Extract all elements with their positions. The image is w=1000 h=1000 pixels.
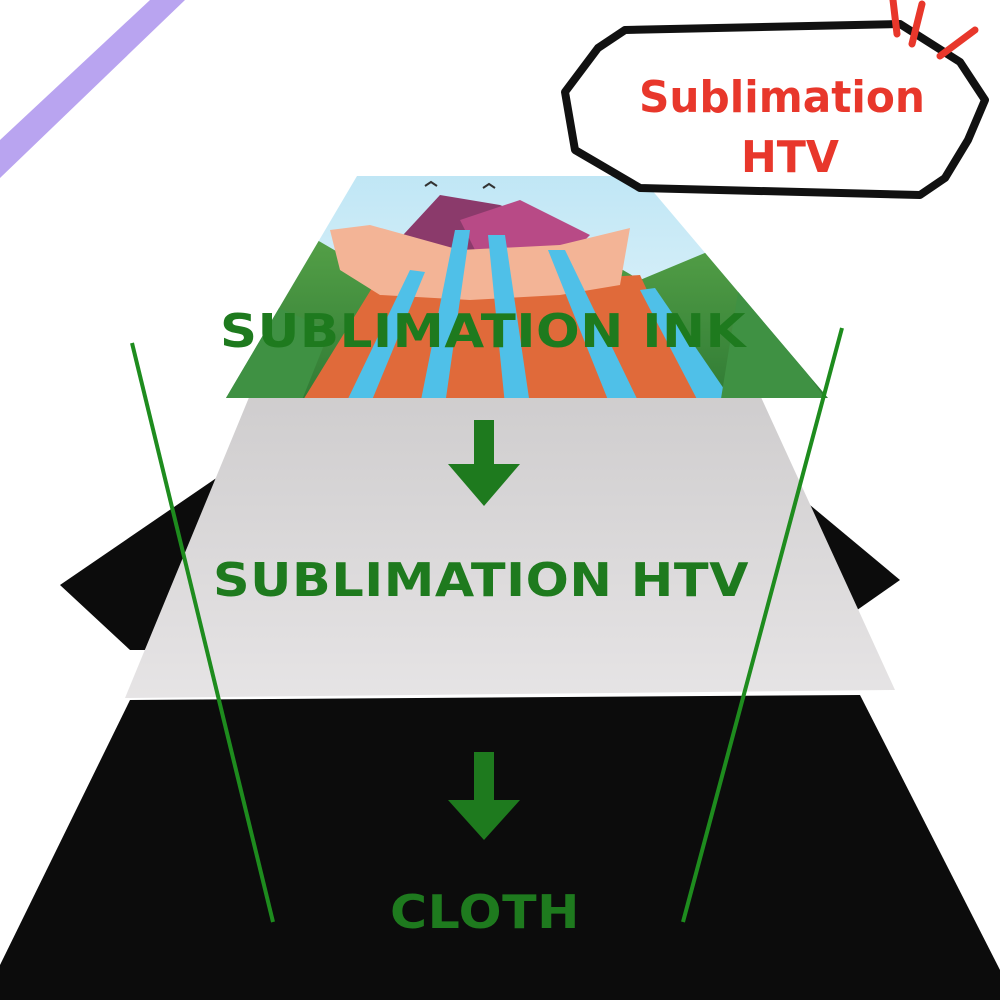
guide-line-right <box>681 327 844 923</box>
corner-stripe <box>0 0 185 178</box>
badge-shape <box>561 20 989 199</box>
down-arrow-icon <box>448 420 520 506</box>
layer-label-sublimation-ink: SUBLIMATION INK <box>220 304 748 358</box>
ink-print <box>226 176 828 398</box>
cloth-sheet <box>0 695 1000 1000</box>
down-arrow-icon <box>448 752 520 840</box>
layer-label-cloth: CLOTH <box>390 885 580 939</box>
sublimation-htv-badge: Sublimation HTV <box>561 0 989 199</box>
htv-sheet <box>125 395 895 698</box>
burst-lines-icon <box>889 0 979 60</box>
badge-line-2: HTV <box>741 132 839 183</box>
badge-line-1: Sublimation <box>639 72 925 123</box>
guide-line-left <box>130 342 275 923</box>
layer-label-sublimation-htv: SUBLIMATION HTV <box>213 553 749 607</box>
